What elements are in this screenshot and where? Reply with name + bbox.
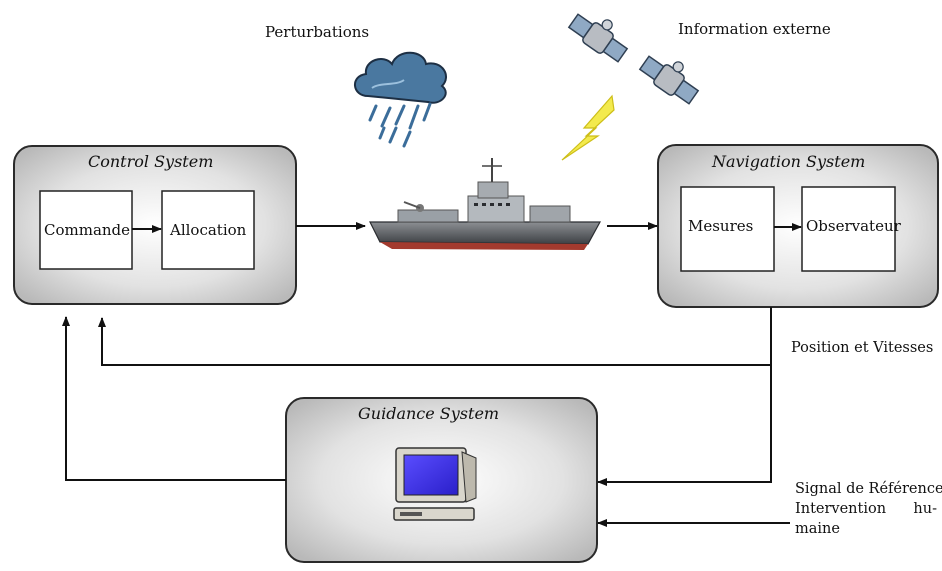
- human-intervention-continuation: maine: [795, 521, 840, 537]
- satellite-icon-2: [638, 55, 700, 105]
- satellite-icon: [567, 13, 629, 63]
- position-speeds-label: Position et Vitesses: [791, 340, 934, 356]
- guidance-to-control-line: [62, 316, 286, 481]
- reference-signal-label: Signal de Référence: [795, 481, 942, 497]
- human-intervention-hyphen: hu-: [913, 501, 937, 517]
- allocation-block: [161, 190, 255, 270]
- external-info-label: Information externe: [678, 20, 831, 38]
- warship-icon: [369, 158, 602, 250]
- commande-label: Commande: [44, 221, 131, 239]
- commande-block: [39, 190, 133, 270]
- observateur-label: Observateur: [806, 217, 901, 235]
- guidance-system-title: Guidance System: [358, 404, 500, 423]
- computer-icon: [393, 447, 477, 521]
- perturbations-label: Perturbations: [265, 23, 370, 41]
- navigation-to-guidance-line: [597, 365, 772, 486]
- navigation-feedback-line: [98, 307, 772, 366]
- human-intervention-label: Intervention hu- maine: [795, 499, 937, 539]
- navigation-system-title: Navigation System: [712, 152, 866, 171]
- observateur-block: [801, 186, 896, 272]
- human-intervention-word: Intervention: [795, 501, 887, 517]
- rain-cloud-icon: [354, 51, 447, 148]
- mesures-block: [680, 186, 775, 272]
- lightning-bolt-icon: [561, 94, 615, 161]
- allocation-label: Allocation: [170, 221, 247, 239]
- human-intervention-line: Intervention hu-: [795, 499, 937, 519]
- control-system-title: Control System: [88, 152, 214, 171]
- mesures-label: Mesures: [688, 217, 754, 235]
